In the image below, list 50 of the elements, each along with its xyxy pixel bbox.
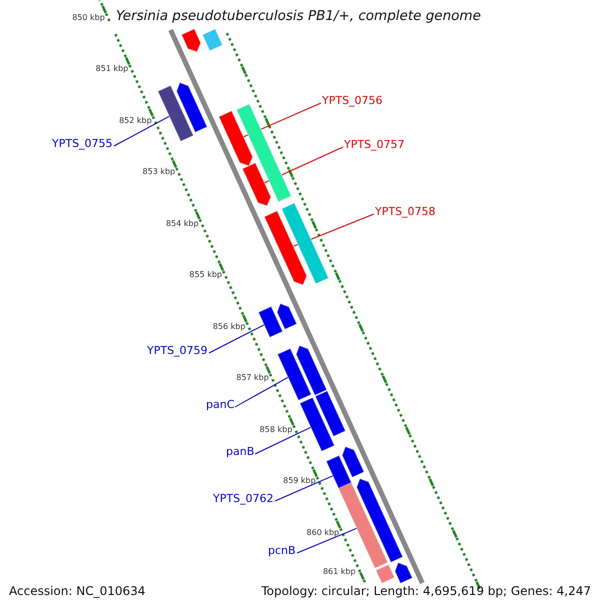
footer-text: Topology: circular; Length: 4,695,619 bp; Genes: 4,247 [261,585,591,597]
leader-line [114,116,170,146]
leader-line [296,528,358,554]
gene-label: YPTS_0759 [147,344,208,356]
gene-feature [176,82,208,133]
scale-label: 855 kbp [189,271,222,280]
gene-feature [180,28,202,52]
title: Yersinia pseudotuberculosis PB1/+, complete genome [115,9,482,24]
gene-feature [338,482,388,569]
scale-label: 851 kbp [96,65,128,74]
gene-feature [314,390,346,437]
scale-label: 860 kbp [306,528,340,537]
gene-feature [281,202,330,284]
leader-line [274,475,334,502]
gene-feature [276,348,312,401]
gene-feature [258,306,284,338]
leader-line [254,426,312,454]
gene-label: YPTS_0756 [322,94,383,106]
gene-label: YPTS_0758 [375,206,436,216]
gene-feature [157,84,194,142]
gene-feature [202,28,224,52]
gene-feature [342,446,365,478]
gene-feature [296,344,328,396]
scale-label: 861 kbp [322,568,356,576]
scale-label: 856 kbp [212,322,246,331]
scale-label: 854 kbp [166,220,199,228]
gene-label: panB [226,446,254,456]
scale-label: 857 kbp [236,374,269,382]
leader-line [208,324,265,354]
scale-label: 850 kbp [72,14,105,22]
scale-label: 859 kbp [283,477,316,486]
scale-label: 853 kbp [142,168,176,176]
gene-feature [242,162,272,206]
gene-label: YPTS_0757 [344,138,405,150]
gene-feature [218,110,254,166]
gene-label: YPTS_0762 [213,492,274,504]
gene-feature [394,562,413,584]
footer-text: Accession: NC_010634 [9,585,146,597]
gene-label: pcnB [268,544,296,556]
gene-feature [326,454,353,491]
gene-label: panC [206,398,234,410]
gene-feature [276,302,298,330]
gene-feature [356,478,404,563]
gene-feature [264,210,308,286]
scale-label: 852 kbp [119,116,152,125]
leader-line [234,376,289,408]
gene-feature [299,396,336,452]
scale-label: 858 kbp [260,426,292,434]
gene-label: YPTS_0755 [52,138,113,148]
gene-feature [236,103,292,202]
